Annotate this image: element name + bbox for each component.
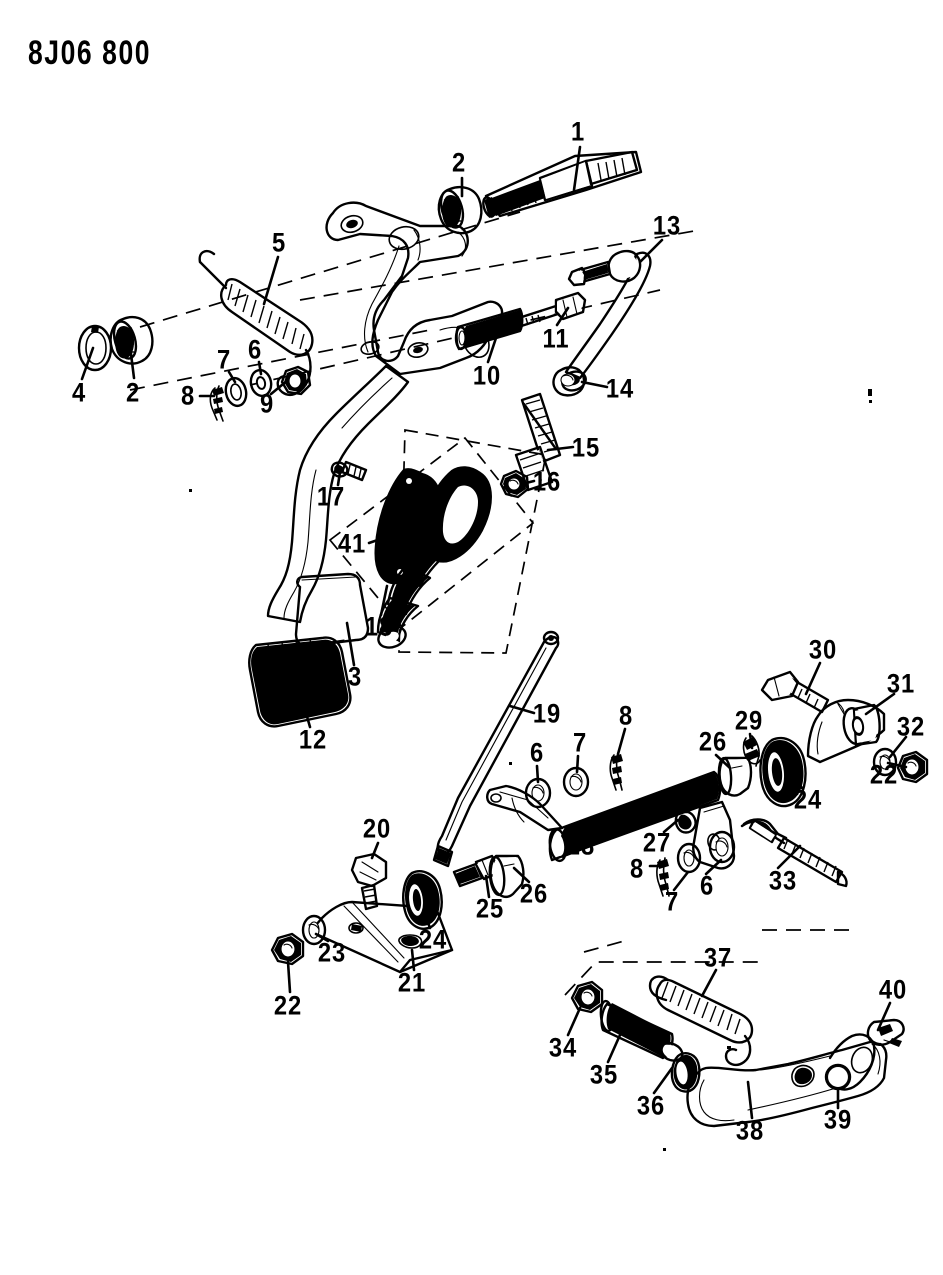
callout-nut-22: 22: [869, 759, 899, 790]
part-push-rod-35: [599, 999, 684, 1062]
callout-nut-9: 9: [259, 388, 275, 419]
callout-washer-32: 32: [896, 711, 926, 742]
part-ball-stud: [824, 1063, 852, 1091]
part-locknut-16: [499, 469, 530, 499]
callout-swivel-14: 14: [605, 373, 635, 404]
callout-cotter-pin-8b: 8: [618, 700, 634, 731]
callout-retaining-ring: 4: [71, 377, 87, 408]
part-bellcrank-rod: [561, 249, 652, 392]
callout-locknut-16: 16: [532, 466, 562, 497]
callout-ball-stud: 39: [823, 1104, 853, 1135]
part-washer-6c: [708, 830, 736, 864]
callout-bellcrank-rod: 13: [652, 210, 682, 241]
part-clip-29: [742, 735, 761, 767]
callout-nut-34: 34: [548, 1032, 578, 1063]
callout-nut-22b: 22: [273, 990, 303, 1021]
part-release-fork: [686, 1033, 888, 1128]
part-washer-7: [224, 376, 248, 408]
part-pedal-shaft: [482, 150, 643, 218]
callout-fork-spring: 37: [703, 942, 733, 973]
part-stud-25: [452, 854, 502, 888]
callout-pedal-shaft: 1: [570, 116, 586, 147]
part-cotter-pin-8b: [609, 752, 623, 791]
callout-bolt-11: 11: [542, 323, 570, 354]
callout-bushing-24: 24: [793, 784, 823, 815]
callout-leader-lines: [80, 145, 908, 1120]
part-bearing-upper: [437, 185, 483, 235]
part-nut-22: [896, 750, 929, 784]
alignment-dashed-lines: [129, 211, 701, 391]
part-bolt-20: [350, 852, 388, 911]
callout-washer-23: 23: [317, 937, 347, 968]
callout-cross-shaft: 28: [566, 830, 596, 861]
callout-washer-7b: 7: [572, 727, 588, 758]
callout-seal-retainer: 41: [337, 528, 367, 559]
callout-return-spring: 5: [271, 227, 287, 258]
callout-rod-33: 33: [768, 865, 798, 896]
part-pedal-pad: [248, 636, 352, 728]
callout-washer-7c: 7: [664, 886, 680, 917]
figure-number: 8J06 800: [28, 34, 152, 72]
callout-bushing-26: 26: [698, 726, 728, 757]
callout-release-fork: 38: [735, 1115, 765, 1146]
scan-artifacts: [189, 389, 872, 1151]
part-seal-retainer: [374, 468, 444, 585]
callout-boot-18: 18: [364, 611, 394, 642]
callout-adjusting-rod: 15: [571, 432, 601, 463]
part-swivel-14: [552, 366, 586, 397]
part-nut-22b: [270, 932, 305, 966]
callout-bolt-20: 20: [362, 813, 392, 844]
part-spacer-tube: [454, 307, 524, 351]
callout-clip-29: 29: [734, 705, 764, 736]
callout-bearing-lower: 2: [125, 377, 141, 408]
callout-push-rod-35: 35: [589, 1059, 619, 1090]
part-nut-34: [570, 980, 604, 1014]
part-retaining-ring: [77, 324, 113, 372]
callout-stud-25: 25: [475, 893, 505, 924]
callout-washer-6: 6: [247, 334, 263, 365]
part-cotter-pin-8: [209, 385, 224, 422]
callout-spacer-tube: 10: [472, 360, 502, 391]
callout-washer-7: 7: [216, 344, 232, 375]
callout-washer-6c: 6: [699, 870, 715, 901]
callout-bracket-21: 21: [397, 967, 427, 998]
callout-bushing-26b: 26: [519, 878, 549, 909]
part-screw-17: [330, 460, 368, 482]
callout-clip-27: 27: [642, 827, 672, 858]
part-fork-spring: [648, 975, 754, 1067]
part-bushing-24b: [402, 870, 443, 930]
part-bracket-31: [806, 698, 886, 764]
part-washer-7c: [676, 842, 702, 874]
part-bolt-30: [760, 670, 830, 714]
callout-cotter-pin-8: 8: [180, 380, 196, 411]
callout-pedal-pad: 12: [298, 724, 328, 755]
callout-clip-40: 40: [878, 974, 908, 1005]
callout-bushing-36: 36: [636, 1090, 666, 1121]
part-bushing-26: [717, 756, 753, 797]
part-pedal-pad-backing: [294, 572, 370, 648]
part-washer-6b: [524, 777, 552, 809]
callout-bracket-31: 31: [886, 668, 916, 699]
part-clip-27: [674, 810, 697, 834]
part-cross-shaft: [486, 770, 736, 870]
part-bearing-lower: [109, 315, 154, 365]
callout-cotter-pin-8c: 8: [629, 853, 645, 884]
callout-washer-6b: 6: [529, 737, 545, 768]
part-bushing-36: [670, 1052, 701, 1093]
part-clip-40: [866, 1018, 905, 1047]
callout-rod-19: 19: [532, 698, 562, 729]
callout-screw-17: 17: [316, 481, 346, 512]
part-pedal-arm-bracket: [325, 201, 504, 376]
callout-bushing-24b: 24: [418, 924, 448, 955]
part-nut-9: [280, 365, 312, 396]
callout-bearing-upper: 2: [451, 147, 467, 178]
part-washer-7b: [562, 766, 590, 798]
callout-pedal-pad-backing: 3: [347, 661, 363, 692]
callout-bolt-30: 30: [808, 634, 838, 665]
part-bushing-26b: [488, 854, 525, 898]
